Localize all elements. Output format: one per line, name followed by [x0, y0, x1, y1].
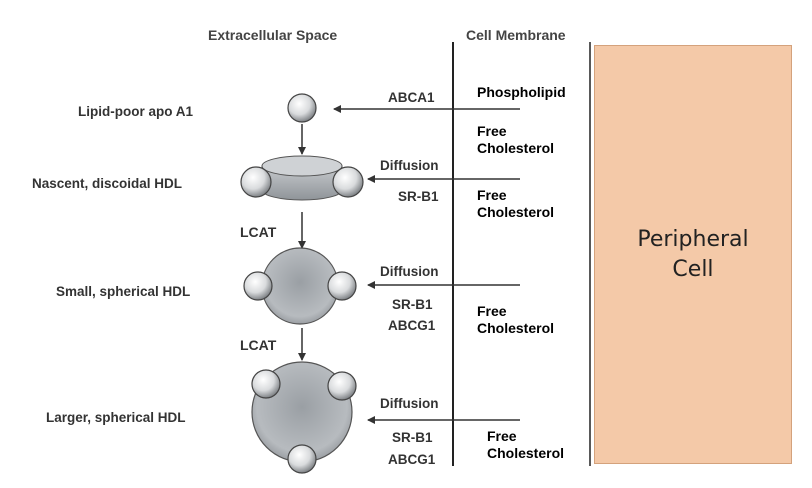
larger-spherical-hdl-particle — [251, 361, 357, 474]
stage-label-apoa1: Lipid-poor apo A1 — [78, 104, 193, 119]
lipid-free-cholesterol-2: Free Cholesterol — [477, 187, 555, 220]
cell-membrane-header: Cell Membrane — [466, 27, 566, 43]
transporter-srb1-2: SR-B1 — [392, 297, 433, 312]
stage-label-larger: Larger, spherical HDL — [46, 410, 186, 425]
peripheral-cell-label: Peripheral Cell — [637, 226, 749, 282]
transporter-diffusion-2: Diffusion — [380, 264, 439, 279]
extracellular-space-header: Extracellular Space — [208, 27, 338, 43]
peripheral-cell: Peripheral Cell — [594, 45, 792, 464]
transporter-srb1-3: SR-B1 — [392, 430, 433, 445]
transporter-abcg1-2: ABCG1 — [388, 452, 436, 467]
lipid-free-cholesterol-3: Free Cholesterol — [477, 303, 555, 336]
transporter-diffusion-1: Diffusion — [380, 158, 439, 173]
lipid-free-cholesterol-4: Free Cholesterol — [487, 428, 565, 461]
stage-label-nascent: Nascent, discoidal HDL — [32, 176, 183, 191]
transporter-abcg1-1: ABCG1 — [388, 318, 436, 333]
transporter-diffusion-3: Diffusion — [380, 396, 439, 411]
lipid-free-cholesterol-1: Free Cholesterol — [477, 123, 555, 156]
small-spherical-hdl-particle — [243, 247, 357, 325]
lipid-phospholipid: Phospholipid — [477, 84, 566, 100]
nascent-hdl-particle — [240, 155, 364, 201]
transporter-abca1: ABCA1 — [388, 90, 435, 105]
lcat-label-1: LCAT — [240, 224, 277, 240]
apoa1-particle — [287, 93, 317, 123]
stage-label-small: Small, spherical HDL — [56, 284, 191, 299]
lcat-label-2: LCAT — [240, 337, 277, 353]
transporter-srb1-1: SR-B1 — [398, 189, 439, 204]
